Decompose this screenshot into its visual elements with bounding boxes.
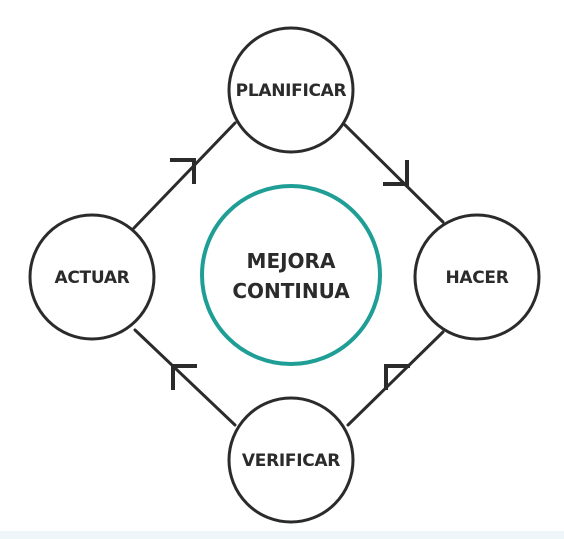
- arrow-up-left-icon: [171, 364, 197, 390]
- label-planificar: PLANIFICAR: [236, 81, 347, 101]
- arrow-up-right-icon: [170, 158, 196, 184]
- node-planificar: [227, 26, 355, 154]
- arrow-down-right-icon: [383, 160, 409, 186]
- edge-actuar-planificar: [132, 121, 237, 230]
- arrow-down-left-icon: [384, 364, 410, 390]
- center-ring: [200, 184, 382, 366]
- edge-planificar-hacer: [343, 123, 445, 224]
- node-hacer: [413, 213, 541, 341]
- edge-hacer-verificar: [346, 330, 445, 427]
- label-verificar: VERIFICAR: [242, 451, 340, 471]
- edge-verificar-actuar: [133, 328, 237, 427]
- label-hacer: HACER: [445, 268, 508, 288]
- center-label-line1: MEJORA: [247, 249, 336, 273]
- bottom-band: [0, 531, 564, 539]
- label-actuar: ACTUAR: [55, 268, 130, 288]
- node-actuar: [28, 213, 156, 341]
- center-label-line2: CONTINUA: [232, 279, 350, 303]
- node-verificar: [227, 396, 355, 524]
